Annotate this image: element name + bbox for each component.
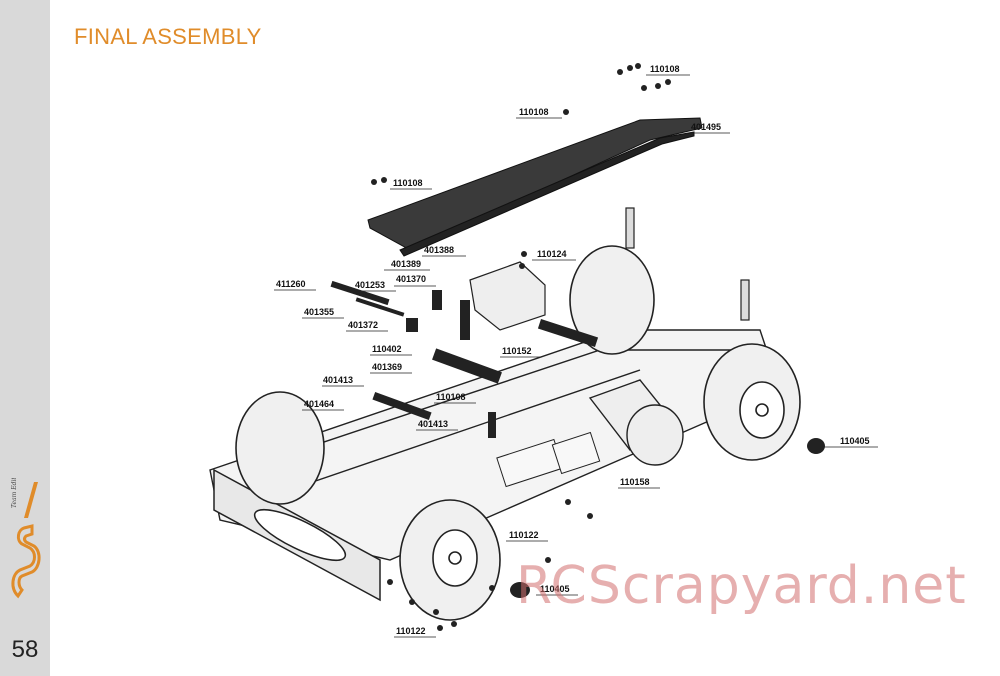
part-number-labels: 110108 110108 401495 110108 401388 11012… xyxy=(276,64,870,636)
page-sidebar xyxy=(0,0,50,676)
screws xyxy=(371,63,671,631)
steering-servo xyxy=(469,261,546,331)
battery-boxes xyxy=(496,431,601,488)
watermark-text: RCScrapyard.net xyxy=(516,556,967,616)
page-number: 58 xyxy=(11,636,39,663)
shock-posts xyxy=(625,207,750,321)
front-bumper xyxy=(213,468,381,602)
part-label: 401464 xyxy=(304,399,334,409)
part-label: 411260 xyxy=(276,279,306,289)
part-label: 110122 xyxy=(396,626,426,636)
wheels xyxy=(235,245,801,621)
part-label: 110152 xyxy=(502,346,532,356)
part-label: 110108 xyxy=(519,107,549,117)
part-label: 110108 xyxy=(650,64,680,74)
upper-deck xyxy=(367,117,703,257)
svg-text:Team Edition: Team Edition xyxy=(11,478,18,508)
part-label: 110158 xyxy=(620,477,650,487)
part-label: 110402 xyxy=(372,344,402,354)
part-label: 401389 xyxy=(391,259,421,269)
part-label: 110405 xyxy=(540,584,570,594)
small-parts xyxy=(330,280,825,598)
part-label: 110405 xyxy=(840,436,870,446)
part-label: 401372 xyxy=(348,320,378,330)
motor xyxy=(588,379,684,466)
part-label: 401369 xyxy=(372,362,402,372)
part-label: 110122 xyxy=(509,530,539,540)
part-label: 401495 xyxy=(691,122,721,132)
leader-lines xyxy=(274,74,878,638)
part-label: 401355 xyxy=(304,307,334,317)
brand-logo: Team Edition xyxy=(11,478,41,599)
part-label: 110108 xyxy=(393,178,423,188)
part-label: 110124 xyxy=(537,249,567,259)
part-label: 110108 xyxy=(436,392,466,402)
part-label: 401413 xyxy=(323,375,353,385)
part-label: 401388 xyxy=(424,245,454,255)
part-label: 401370 xyxy=(396,274,426,284)
part-label: 401253 xyxy=(355,280,385,290)
page-title: FINAL ASSEMBLY xyxy=(74,24,262,49)
part-label: 401413 xyxy=(418,419,448,429)
